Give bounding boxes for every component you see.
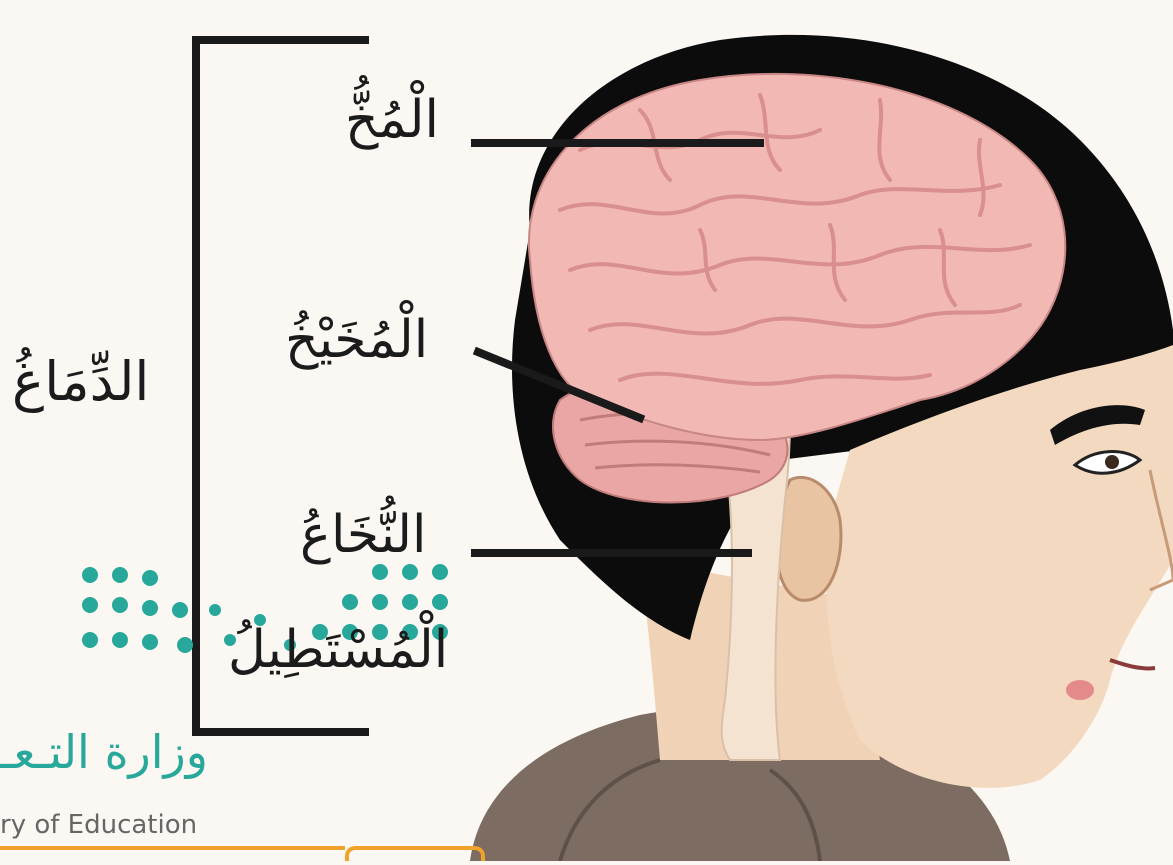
cerebrum-label: الْمُخُّ [345,90,439,150]
bottom-accent-tab [345,846,485,861]
medulla-label: النُّخَاعُ [300,505,426,565]
cerebellum-leader [478,352,640,418]
ministry-name-english: ry of Education [0,810,197,840]
cerebellum-label: الْمُخَيْخُ [285,310,428,370]
ministry-name-arabic: وزارة التـعـ [0,725,208,779]
oblongata-label: الْمُسْتَطِيلُ [228,620,448,680]
brain-label: الدِّمَاغُ [12,350,149,413]
bottom-accent-bar [0,846,345,861]
